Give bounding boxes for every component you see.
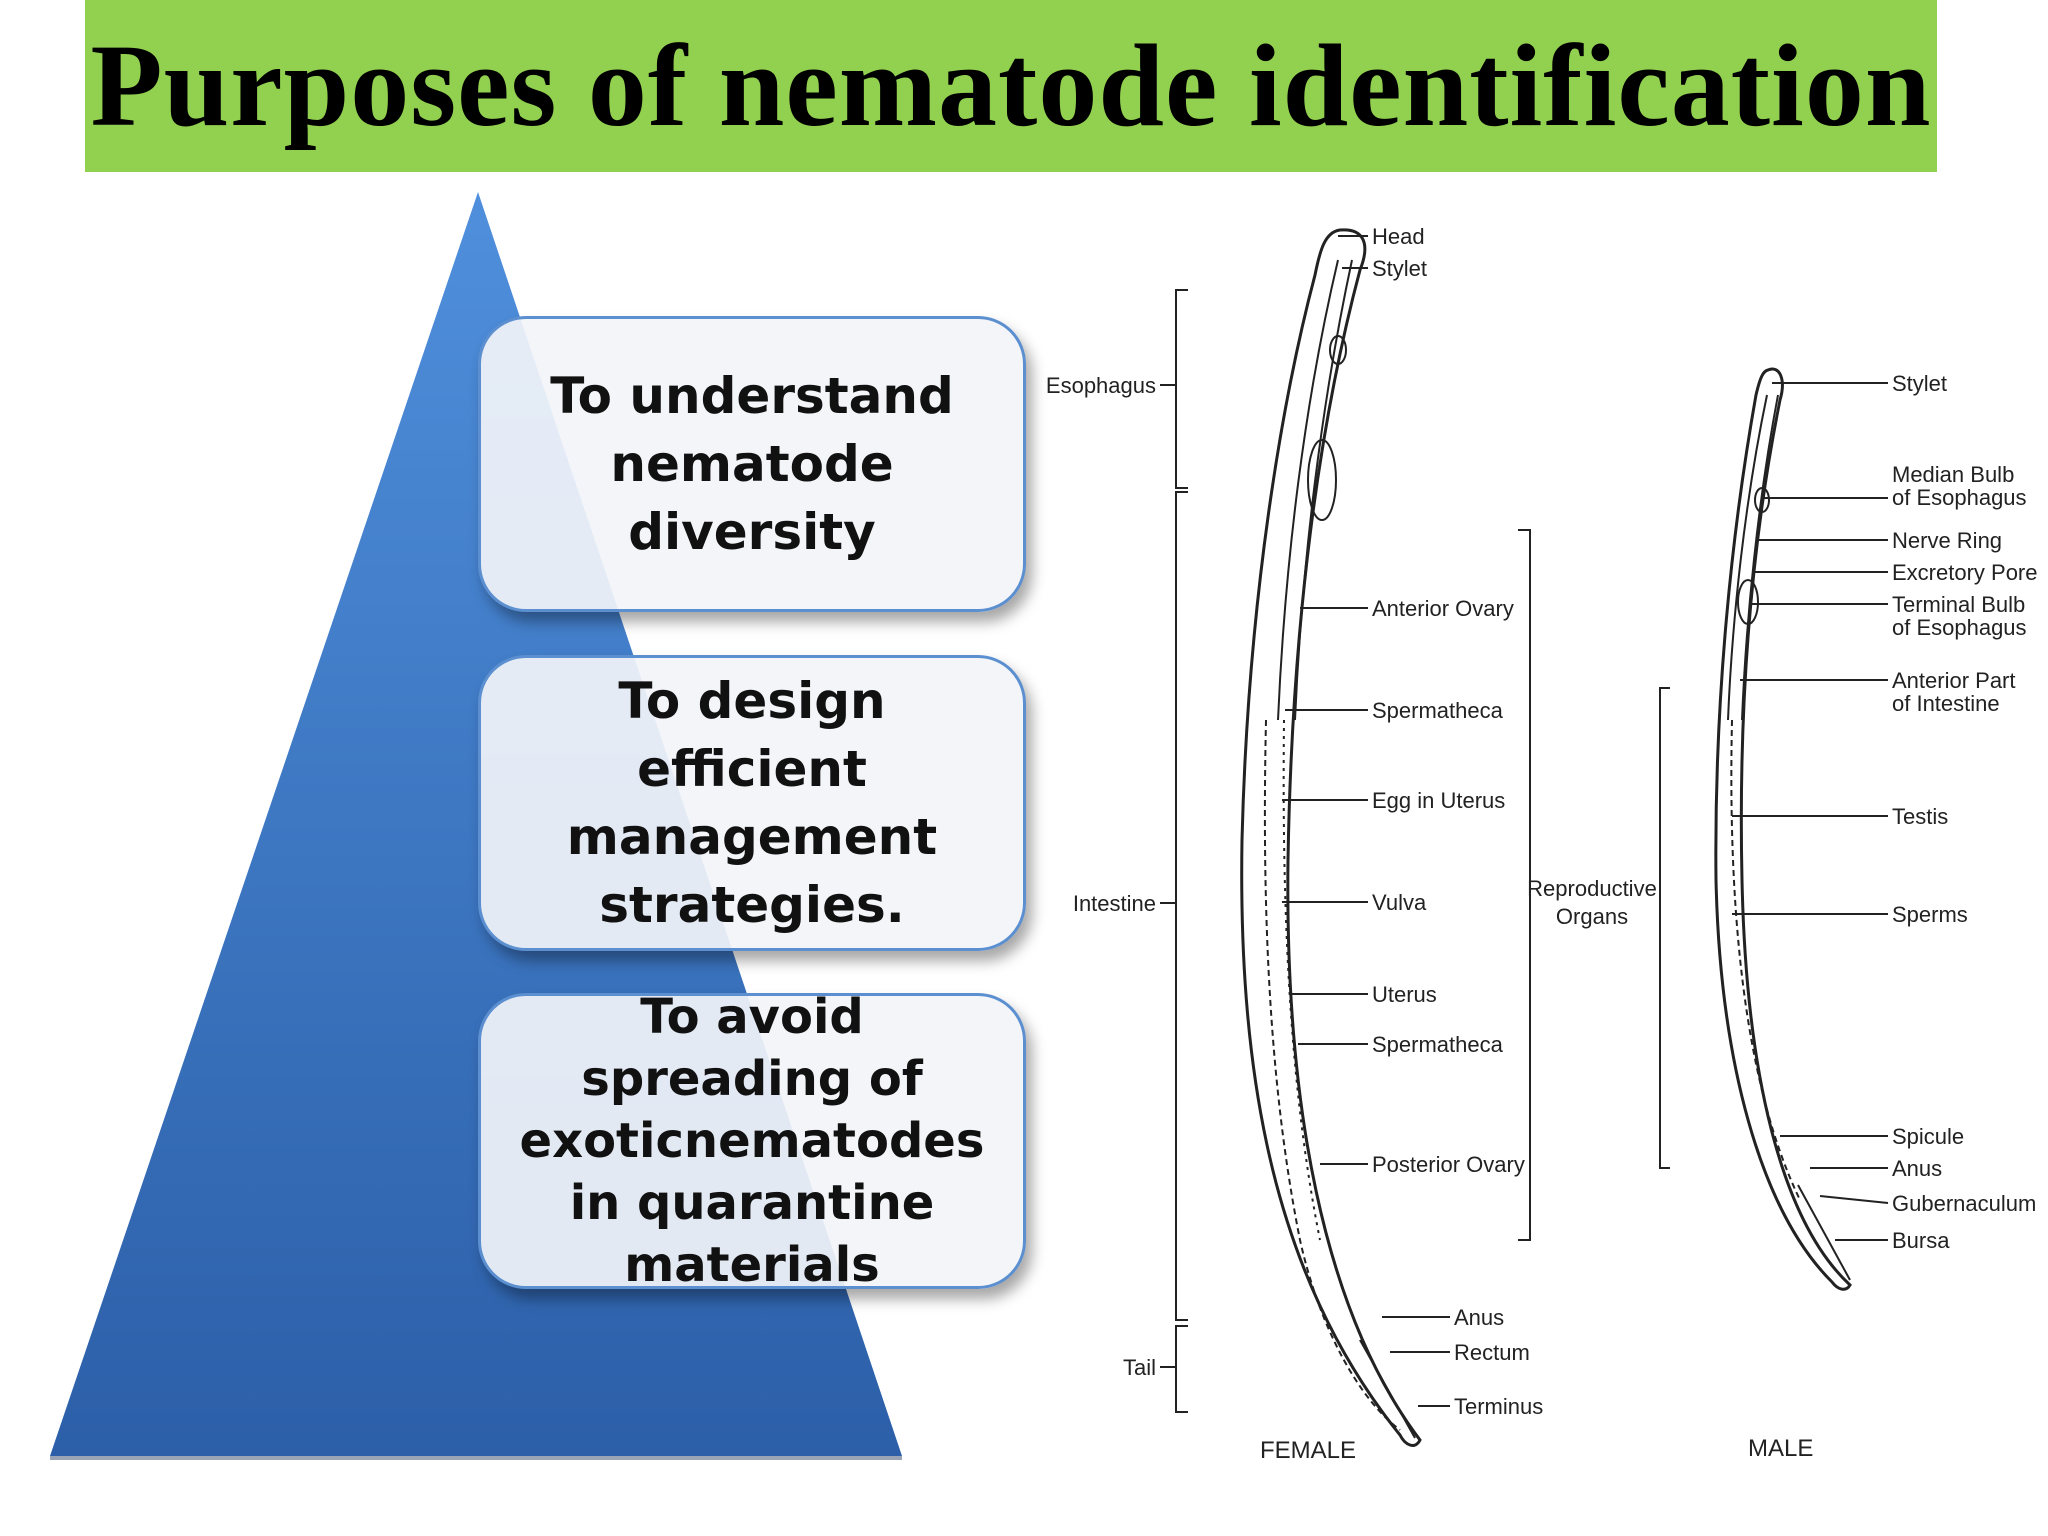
female-label-texts: Head Stylet Anterior Ovary Spermatheca E… bbox=[1260, 224, 1543, 1464]
page-title: Purposes of nematode identification bbox=[90, 20, 1932, 151]
purpose-text-diversity: To understand nematode diversity bbox=[550, 367, 954, 561]
purpose-card-management: To design efficient management strategie… bbox=[478, 655, 1026, 951]
purpose-card-diversity: To understand nematode diversity bbox=[478, 316, 1026, 612]
reproductive-text: Reproductive Organs bbox=[1527, 876, 1657, 929]
label-spermatheca-2: Spermatheca bbox=[1372, 1032, 1504, 1057]
label-spermatheca-1: Spermatheca bbox=[1372, 698, 1504, 723]
label-rectum: Rectum bbox=[1454, 1340, 1530, 1365]
male-nematode-body bbox=[1714, 367, 1852, 1291]
label-excretory-pore: Excretory Pore bbox=[1892, 560, 2038, 585]
label-esophagus: Esophagus bbox=[1046, 373, 1156, 398]
label-anterior-ovary: Anterior Ovary bbox=[1372, 596, 1514, 621]
male-label-texts: Stylet Median Bulb of Esophagus Nerve Ri… bbox=[1748, 371, 2038, 1462]
region-texts: Esophagus Intestine Tail bbox=[1046, 373, 1156, 1380]
purpose-card-quarantine: To avoid spreading of exoticnematodes in… bbox=[478, 989, 1026, 1293]
label-nerve-ring: Nerve Ring bbox=[1892, 528, 2002, 553]
label-anus-female: Anus bbox=[1454, 1305, 1504, 1330]
label-gubernaculum: Gubernaculum bbox=[1892, 1191, 2036, 1216]
label-tail: Tail bbox=[1123, 1355, 1156, 1380]
purpose-text-quarantine: To avoid spreading of exoticnematodes in… bbox=[519, 989, 985, 1293]
label-anterior-part: Anterior Part bbox=[1892, 668, 2016, 693]
label-sperms: Sperms bbox=[1892, 902, 1968, 927]
title-bar: Purposes of nematode identification bbox=[85, 0, 1937, 172]
nematode-anatomy-diagram: Head Stylet Anterior Ovary Spermatheca E… bbox=[1046, 224, 2038, 1464]
male-region-bracket bbox=[1659, 687, 1670, 1169]
female-labels bbox=[1282, 235, 1450, 1407]
label-posterior-ovary: Posterior Ovary bbox=[1372, 1152, 1525, 1177]
purpose-text-management: To design efficient management strategie… bbox=[566, 672, 938, 934]
label-reproductive: Reproductive bbox=[1527, 876, 1657, 901]
label-terminus: Terminus bbox=[1454, 1394, 1543, 1419]
region-brackets bbox=[1160, 289, 1188, 1413]
label-median-bulb-of: of Esophagus bbox=[1892, 485, 2027, 510]
label-stylet-female: Stylet bbox=[1372, 256, 1427, 281]
caption-female: FEMALE bbox=[1260, 1437, 1356, 1464]
label-head: Head bbox=[1372, 224, 1425, 249]
label-vulva: Vulva bbox=[1372, 890, 1427, 915]
label-median-bulb: Median Bulb bbox=[1892, 462, 2014, 487]
label-testis: Testis bbox=[1892, 804, 1948, 829]
caption-male: MALE bbox=[1748, 1435, 1813, 1462]
male-labels bbox=[1732, 382, 1889, 1241]
label-spicule: Spicule bbox=[1892, 1124, 1964, 1149]
label-intestine: Intestine bbox=[1073, 891, 1156, 916]
label-anus-male: Anus bbox=[1892, 1156, 1942, 1181]
label-terminal-bulb: Terminal Bulb bbox=[1892, 592, 2025, 617]
label-anterior-part-of: of Intestine bbox=[1892, 691, 2000, 716]
label-terminal-bulb-of: of Esophagus bbox=[1892, 615, 2027, 640]
label-bursa: Bursa bbox=[1892, 1228, 1950, 1253]
female-nematode-body bbox=[1240, 228, 1422, 1447]
label-egg-in-uterus: Egg in Uterus bbox=[1372, 788, 1505, 813]
label-stylet-male: Stylet bbox=[1892, 371, 1947, 396]
label-uterus: Uterus bbox=[1372, 982, 1437, 1007]
label-organs: Organs bbox=[1556, 904, 1628, 929]
reproductive-bracket bbox=[1518, 529, 1531, 1241]
